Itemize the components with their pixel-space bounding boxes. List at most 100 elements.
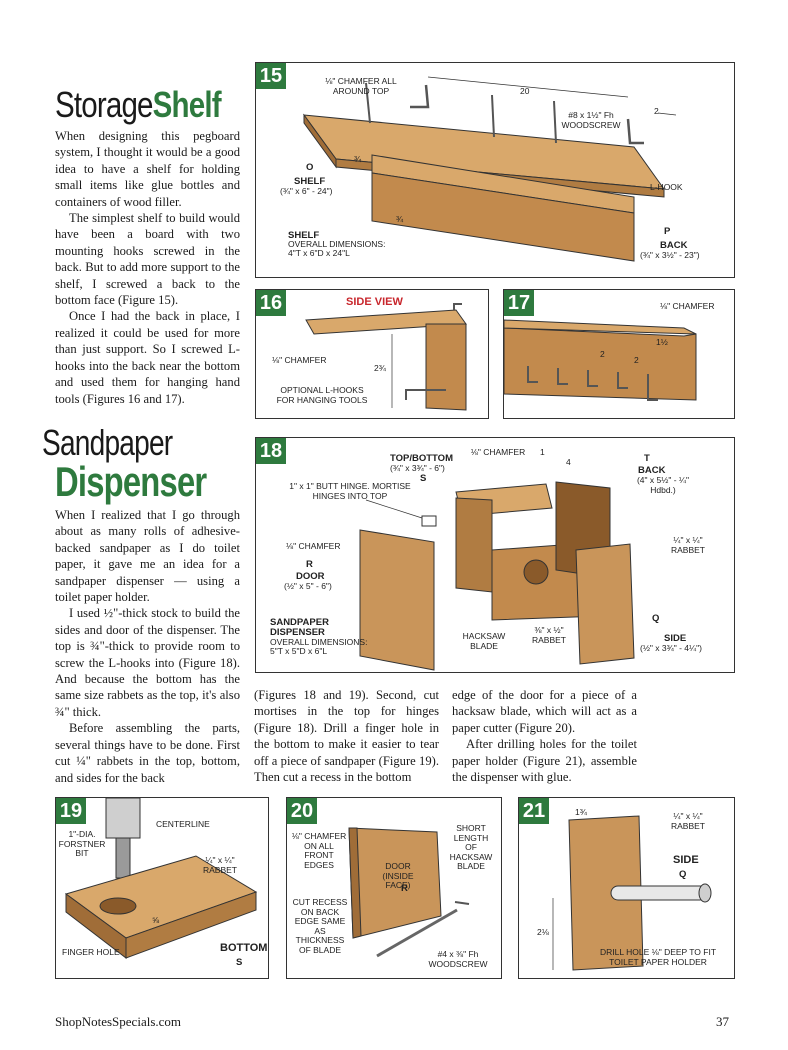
f15-overall-title: SHELF (288, 230, 320, 241)
figure-20-drawing (348, 827, 470, 958)
dispenser-col3: edge of the door for a piece of a hacksa… (452, 687, 637, 785)
figure-16-number: 16 (256, 290, 286, 316)
f20-chamfer: ⅛" CHAMFER ON ALL FRONT EDGES (291, 831, 347, 870)
f18-overall-sub: OVERALL DIMENSIONS: (270, 637, 368, 647)
f19-bottom-letter: S (236, 957, 243, 968)
f18-door-letter: R (306, 559, 313, 570)
f21-side-letter: Q (679, 869, 687, 880)
f18-dim-4: 4 (566, 457, 571, 467)
figure-20: 20 ⅛" CHAMFER ON ALL FRONT EDGES SHORT L… (286, 797, 502, 979)
figure-19-drawing (64, 798, 258, 960)
heading-sandpaper: Sandpaper (42, 422, 173, 463)
f17-dim-2b: 2 (634, 355, 639, 365)
f18-topbottom-letter: S (420, 473, 427, 484)
f15-chamfer-label: ⅛" CHAMFER ALL AROUND TOP (325, 76, 397, 96)
f18-side: SIDE (664, 633, 687, 644)
f18-hacksaw: HACKSAW BLADE (462, 631, 506, 651)
f15-shelf-dims: (¾" x 6" - 24") (280, 186, 333, 196)
f17-dim-15: 1½ (656, 337, 668, 347)
heading-dispenser: Dispenser (55, 458, 207, 505)
f18-door: DOOR (296, 571, 325, 582)
f18-chamfer-door: ⅛" CHAMFER (286, 541, 341, 551)
dispenser-para-3: Before assembling the parts, several thi… (55, 721, 240, 785)
dispenser-col2: (Figures 18 and 19). Second, cut mortise… (254, 687, 439, 785)
f15-overall-sub: OVERALL DIMENSIONS: (288, 239, 386, 249)
figure-17: 17 ⅛" CHAMFER 1½ 2 2 (503, 289, 735, 419)
f19-finger: FINGER HOLE (62, 947, 120, 957)
f15-dim-34-a: ¾ (354, 154, 362, 164)
f17-dim-2a: 2 (600, 349, 605, 359)
storage-para-1: When designing this pegboard system, I t… (55, 129, 240, 209)
dispenser-col3-para-2: After drilling holes for the toilet pape… (452, 737, 637, 785)
figure-20-number: 20 (287, 798, 317, 824)
f15-back-letter: P (664, 226, 671, 237)
f15-dim-20: 20 (520, 86, 530, 96)
f18-rabbet-right: ¼" x ¼" RABBET (670, 535, 705, 555)
f21-dim-134: 1¾ (575, 807, 587, 817)
footer-page-number: 37 (716, 1014, 729, 1029)
f19-dim: ⅝ (152, 915, 160, 925)
f15-screw-label: #8 x 1½" Fh WOODSCREW (561, 110, 621, 130)
f15-shelf-label: SHELF (294, 176, 326, 187)
f16-title: SIDE VIEW (346, 296, 403, 308)
dispenser-col2-text: (Figures 18 and 19). Second, cut mortise… (254, 688, 439, 785)
heading-storage-light: Storage (55, 84, 153, 125)
f18-back-dims: (4" x 5½" - ¼" Hdbd.) (636, 475, 690, 495)
figure-15-drawing (302, 76, 677, 262)
f15-back-label: BACK (660, 240, 688, 251)
figure-21: 21 1¾ ¼" x ¼" RABBET SIDE Q 2⅛ DRILL HOL… (518, 797, 735, 979)
f18-side-letter: Q (652, 613, 660, 624)
figure-18-drawing (359, 481, 635, 671)
f20-short: SHORT LENGTH OF HACKSAW BLADE (449, 823, 493, 871)
f18-chamfer-top: ⅛" CHAMFER (470, 447, 526, 457)
f20-screw: #4 x ⅜" Fh WOODSCREW (428, 949, 488, 969)
f18-topbottom-dims: (¾" x 3¾" - 6") (390, 463, 445, 473)
heading-storage-shelf: StorageShelf (55, 84, 222, 126)
f18-topbottom: TOP/BOTTOM (390, 453, 453, 464)
figure-15-number: 15 (256, 63, 286, 89)
f15-dim-2: 2 (654, 106, 659, 116)
figure-21-drawing (552, 815, 712, 971)
figure-17-number: 17 (504, 290, 534, 316)
f16-optional: OPTIONAL L-HOOKS FOR HANGING TOOLS (276, 385, 368, 405)
f19-bottom: BOTTOM (220, 942, 268, 954)
f18-overall-title: SANDPAPER DISPENSER (270, 617, 329, 638)
f18-hinge: 1" x 1" BUTT HINGE. MORTISE HINGES INTO … (289, 481, 411, 501)
f16-chamfer: ⅛" CHAMFER (272, 355, 327, 365)
figure-21-number: 21 (519, 798, 549, 824)
figure-19: 19 1"-DIA. FORSTNER BIT CENTERLINE ¼" x … (55, 797, 269, 979)
f18-dim-1: 1 (540, 447, 545, 457)
f20-recess: CUT RECESS ON BACK EDGE SAME AS THICKNES… (292, 897, 348, 955)
figure-16: 16 SIDE VIEW ⅛" CHAMFER 2¾ OPTIONAL L-HO… (255, 289, 489, 419)
f15-back-dims: (¾" x 3½" - 23") (640, 250, 700, 260)
f18-overall-dims: 5"T x 5"D x 6"L (270, 646, 328, 656)
f16-dim: 2¾ (374, 363, 386, 373)
f21-side: SIDE (673, 854, 699, 866)
dispenser-col3-para-1: edge of the door for a piece of a hacksa… (452, 688, 637, 735)
figure-16-drawing (305, 303, 467, 411)
f15-shelf-letter: O (306, 162, 314, 173)
figure-18: 18 1" x 1" BUTT HINGE. MORTISE HINGES IN… (255, 437, 735, 673)
f18-back-letter: T (644, 453, 650, 464)
footer-site: ShopNotesSpecials.com (55, 1014, 182, 1029)
f21-drill: DRILL HOLE ⅛" DEEP TO FIT TOILET PAPER H… (599, 947, 717, 967)
storage-body: When designing this pegboard system, I t… (55, 128, 240, 407)
figure-17-drawing (504, 319, 697, 401)
figure-15: 15 ⅛" CHAMFER ALL AROUND TOP 20 #8 x 1½"… (255, 62, 735, 278)
f18-back: BACK (638, 465, 666, 476)
f20-door-letter: R (401, 883, 408, 894)
storage-para-3: Once I had the back in place, I realized… (55, 309, 240, 406)
f19-bit: 1"-DIA. FORSTNER BIT (58, 829, 106, 858)
f17-chamfer: ⅛" CHAMFER (660, 301, 715, 311)
dispenser-para-2: I used ½"-thick stock to build the sides… (55, 606, 240, 719)
figure-18-number: 18 (256, 438, 286, 464)
f18-door-dims: (½" x 5" - 6") (284, 581, 332, 591)
figure-19-number: 19 (56, 798, 86, 824)
f21-dim-218: 2⅛ (537, 927, 549, 937)
heading-storage-bold: Shelf (152, 84, 222, 125)
f19-centerline: CENTERLINE (156, 819, 210, 829)
f18-rabbet-mid: ⅜" x ½" RABBET (531, 625, 566, 645)
dispenser-col1: When I realized that I go through about … (55, 507, 240, 786)
f19-rabbet: ¼" x ¼" RABBET (202, 855, 237, 875)
f18-side-dims: (½" x 3¾" - 4¼") (640, 643, 702, 653)
